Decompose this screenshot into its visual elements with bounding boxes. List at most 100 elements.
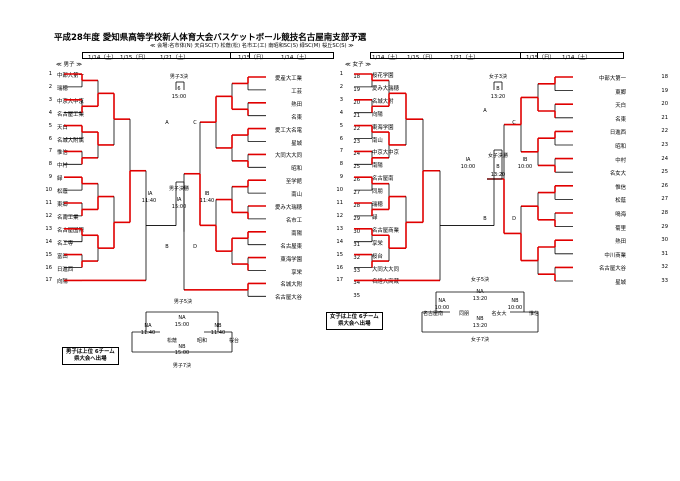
boys-left-seed-number: 3: [48, 96, 52, 103]
boys-right-team-name: 南陽: [291, 230, 302, 237]
girls-right-seed-number: 28: [661, 210, 668, 216]
boys-right-team-name: 享栄: [291, 269, 302, 276]
boys-left-team-name: 富田: [57, 253, 68, 260]
boys-left-team-name: 松蔭: [57, 189, 68, 196]
girls-right-team-name: 熱田: [615, 239, 626, 246]
girls-5th-right-time: 10:00: [507, 305, 523, 311]
girls-5th-label: 女子5決: [470, 277, 490, 283]
boys-left-date-box: [82, 52, 250, 59]
girls-right-date-box: [520, 52, 624, 59]
boys-left-seed-number: 15: [45, 251, 52, 258]
girls-left-seed-number: 10: [336, 187, 343, 194]
girls-right-team-name: 松蔭: [615, 198, 626, 205]
girls-7th-time: 13:20: [472, 323, 488, 329]
boys-right-team-name: 昭和: [291, 166, 302, 173]
boys-3rd-court: 6: [177, 86, 181, 92]
boys-left-team-name: 中部大第一: [57, 73, 84, 79]
boys-left-team-name: 名城大附属: [57, 137, 84, 144]
girls-right-seed-number: 26: [661, 182, 668, 189]
boys-5th-time: 15:00: [174, 322, 190, 328]
girls-right-team-name: 中川商業: [604, 252, 626, 259]
boys-left-seed-number: 6: [48, 135, 52, 142]
girls-slot-d: D: [512, 216, 516, 222]
girls-left-seed-number: 7: [339, 148, 343, 155]
boys-right-seed-number: 33: [353, 267, 360, 274]
boys-left-seed-number: 13: [45, 225, 52, 232]
boys-sf-left-court: IA: [147, 191, 153, 197]
boys-left-team-name: 天白: [57, 124, 68, 131]
girls-qualify-line2: 県大会へ出場: [338, 321, 371, 327]
girls-7th-label: 女子7決: [470, 337, 490, 343]
boys-left-seed-number: 16: [45, 264, 52, 271]
boys-5th-team-2: 昭和: [196, 338, 207, 344]
boys-date-3: 1/21（土）: [160, 55, 189, 61]
girls-right-seed-number: 23: [661, 142, 668, 148]
boys-right-seed-number: 28: [353, 203, 360, 209]
girls-5th-left-time: 10:00: [434, 305, 450, 311]
boys-final-label: 男子決勝: [168, 186, 189, 192]
girls-date-5: 1/14（土）: [562, 55, 591, 61]
boys-left-team-name: 惟信: [57, 150, 68, 157]
boys-right-team-name: 愛工大名電: [275, 127, 302, 134]
girls-date-3: 1/21（土）: [450, 55, 479, 61]
girls-date-2: 1/15（日）: [407, 55, 436, 61]
boys-slot-c: C: [193, 120, 197, 126]
boys-left-team-name: 日進西: [57, 266, 74, 273]
girls-right-team-name: 名東: [615, 116, 626, 123]
girls-right-team-name: 惟信: [615, 184, 626, 191]
girls-slot-b: B: [483, 216, 487, 222]
boys-qualify-line2: 県大会へ出場: [74, 356, 107, 362]
boys-left-team-name: 中京大中京: [57, 98, 84, 105]
boys-5th-right-court: NB: [214, 323, 222, 329]
girls-left-team-name: 中京大中京: [372, 150, 399, 157]
girls-slot-a: A: [483, 108, 487, 114]
boys-left-team-name: 名南工業: [57, 214, 79, 221]
boys-right-team-name: 愛産大工業: [275, 76, 302, 82]
boys-right-seed-number: 21: [353, 112, 360, 119]
boys-date-5: 1/14（土）: [281, 55, 310, 61]
boys-slot-a: A: [165, 120, 169, 126]
girls-left-team-name: 享栄: [372, 240, 383, 247]
girls-left-seed-number: 15: [336, 251, 343, 258]
girls-right-seed-number: 32: [661, 264, 668, 271]
girls-right-seed-number: 33: [661, 278, 668, 284]
boys-right-team-name: 名城大附: [280, 282, 302, 289]
girls-left-team-name: 名城大附: [372, 98, 394, 105]
girls-left-team-name: 東海学園: [372, 124, 394, 131]
girls-5th-left-court: NA: [438, 298, 446, 304]
girls-right-team-name: 中村: [615, 157, 626, 164]
boys-5th-court: NA: [178, 315, 186, 321]
boys-right-seed-number: 23: [353, 138, 360, 145]
girls-right-team-name: 天白: [615, 103, 626, 110]
girls-right-team-name: 日進西: [609, 130, 626, 137]
boys-date-2: 1/15（日）: [120, 55, 149, 61]
girls-right-seed-number: 25: [661, 169, 668, 176]
boys-right-seed-number: 29: [353, 215, 360, 222]
girls-left-seed-number: 11: [336, 200, 343, 206]
boys-right-team-name: 熱田: [291, 101, 302, 108]
girls-right-team-name: 星城: [615, 280, 626, 286]
boys-3rd-label: 男子3決: [169, 74, 189, 80]
girls-left-team-name: 南山: [372, 137, 383, 144]
boys-right-seed-number: 27: [353, 190, 360, 197]
boys-right-date-box: [230, 52, 334, 59]
girls-right-team-name: 名古屋大谷: [599, 266, 626, 273]
boys-right-seed-number: 25: [353, 164, 360, 171]
boys-5th-team-1: 松蔭: [166, 338, 177, 344]
boys-right-seed-number: 30: [353, 228, 360, 235]
girls-left-team-name: 名経大高蔵: [372, 279, 399, 286]
boys-left-seed-number: 7: [48, 148, 52, 155]
girls-left-seed-number: 4: [339, 109, 343, 116]
boys-left-seed-number: 10: [45, 187, 52, 194]
girls-slot-c: C: [512, 120, 516, 126]
girls-right-seed-number: 21: [661, 114, 668, 121]
girls-qualify-note: 女子は上位 6チーム 県大会へ出場: [326, 312, 383, 330]
girls-left-date-box: [370, 52, 538, 59]
boys-right-seed-number: 26: [353, 177, 360, 184]
girls-right-team-name: 菊里: [615, 225, 626, 232]
girls-left-seed-number: 9: [339, 174, 343, 181]
boys-left-seed-number: 5: [48, 122, 52, 129]
boys-left-team-name: 中村: [57, 163, 68, 170]
boys-right-seed-number: 32: [353, 254, 360, 261]
